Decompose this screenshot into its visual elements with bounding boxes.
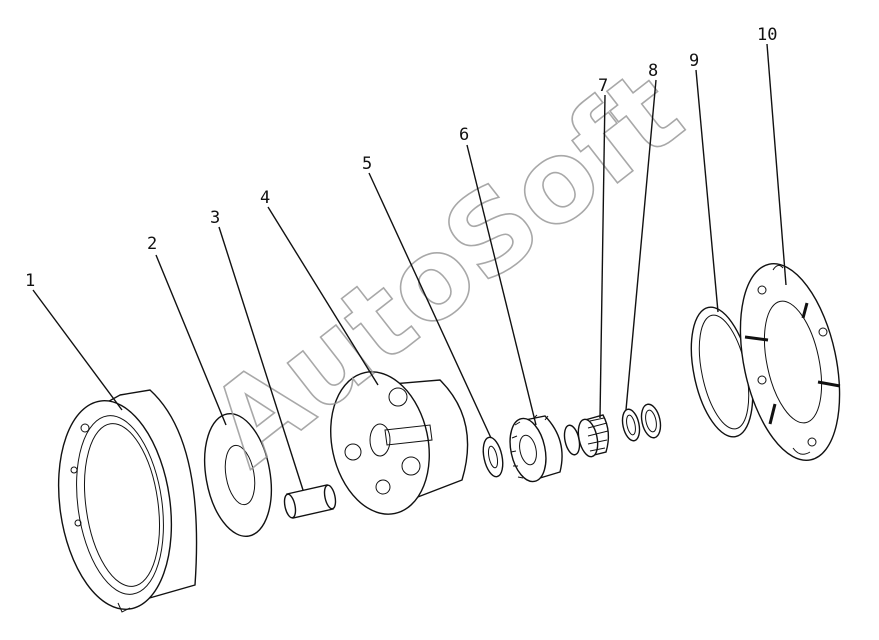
part-3-pin — [283, 484, 337, 519]
callout-3: 3 — [210, 208, 220, 228]
callout-10: 10 — [757, 25, 777, 45]
part-4-planet-carrier — [330, 371, 469, 515]
callout-9: 9 — [689, 51, 699, 71]
callout-1: 1 — [25, 271, 35, 291]
callout-5: 5 — [362, 154, 372, 174]
part-5-washer — [482, 436, 504, 478]
callout-leaders — [32, 43, 787, 491]
callout-7: 7 — [598, 76, 608, 96]
part-8-ring — [621, 403, 662, 442]
part-6-planet-gear — [509, 414, 563, 483]
part-9-plate — [690, 306, 754, 438]
part-1-housing — [57, 389, 198, 613]
callout-labels: 1 2 3 4 5 6 7 8 9 10 — [25, 25, 777, 291]
callout-4: 4 — [260, 188, 270, 208]
callout-2: 2 — [147, 234, 157, 254]
callout-8: 8 — [648, 61, 658, 81]
part-7-needle-bearing — [563, 414, 610, 458]
callout-6: 6 — [459, 125, 469, 145]
part-2-thrust-washer — [203, 412, 273, 538]
part-10-friction-disc — [739, 263, 841, 461]
